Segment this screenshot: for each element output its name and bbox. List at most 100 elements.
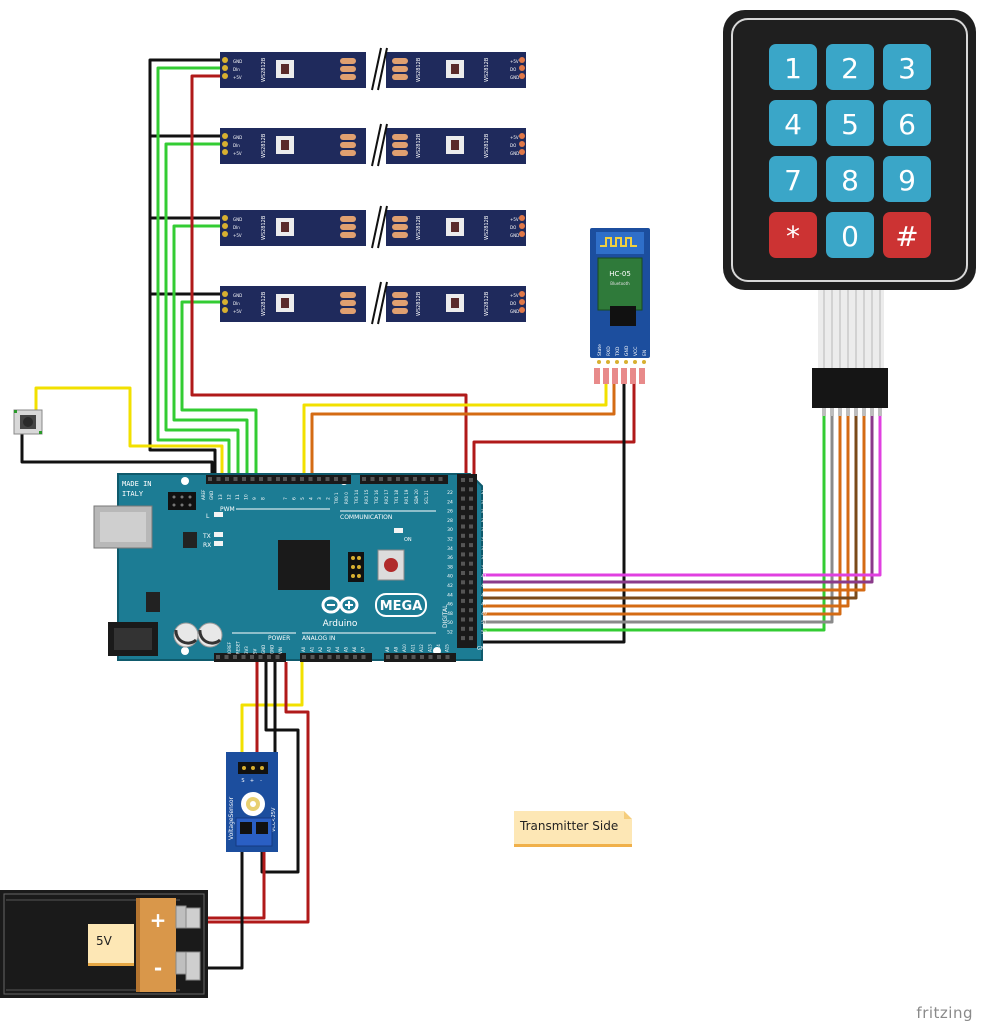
wire-keypad-6 [472,410,866,592]
sensor-pin-label: S [241,778,244,784]
wire-battery-vin [200,662,310,924]
strip-solder-pad [340,300,356,306]
digital-pin-label: 27 [481,509,487,515]
on-led-label: ON [404,537,412,543]
digital-pin-label: 29 [481,518,487,524]
l-led-label: L [206,513,210,520]
key-label: 8 [841,164,859,197]
keypad-key-0[interactable]: 0 [826,212,874,258]
strip-solder-pad [392,300,408,306]
strip-pin-label: +5V [510,217,519,222]
pwm-pin-label: 8 [261,497,267,500]
wire-bt-rxd [310,378,616,480]
strip-pin-label: DO [510,225,516,230]
key-label: * [786,220,800,253]
analog-pin-label: A4 [335,646,340,652]
wire-battery-plus [200,842,266,920]
analog-pin-label: A10 [402,644,407,652]
digital-label: DIGITAL [442,604,449,628]
keypad-key-2[interactable]: 2 [826,44,874,90]
keypad-key-1[interactable]: 1 [769,44,817,90]
power-pin-label: 3V3 [244,646,249,654]
pwm-pin-label: 4 [309,497,315,500]
keypad-key-8[interactable]: 8 [826,156,874,202]
digital-pin-label: 44 [447,592,453,598]
comm-pin-label: SDA 20 [414,489,419,504]
keypad-key-7[interactable]: 7 [769,156,817,202]
voltage-sensor-label: VoltageSensor [228,796,235,840]
strip-solder-pad [392,292,408,298]
wire-button-gnd [20,430,214,480]
keypad-key-9[interactable]: 9 [883,156,931,202]
wire-keypad-8 [472,410,882,577]
comm-pin-label: SCL 21 [424,490,429,504]
wire-keypad-1 [472,410,826,632]
reset-button[interactable] [384,558,398,572]
transmitter-note: Transmitter Side [514,811,632,847]
comm-pin-label: TX1 18 [394,489,399,505]
battery-holder: + - [0,890,208,998]
comm-pin-label: TX0 1 [334,492,339,505]
strip-pad [222,215,228,221]
strip-solder-pad [392,224,408,230]
key-label: 2 [841,52,859,85]
digital-pin-label: 48 [447,611,453,617]
communication-label: COMMUNICATION [340,514,392,521]
comm-pin-label: TX2 16 [374,489,379,505]
strip-pin-label: +5V [510,293,519,298]
power-pin-label: GND [270,645,275,654]
analog-pin-label: A3 [327,646,332,652]
key-label: 0 [841,220,859,253]
strip-solder-pad [392,142,408,148]
keypad-key-hash[interactable]: # [883,212,931,258]
wire-strip-5v [190,74,468,480]
keypad-key-star[interactable]: * [769,212,817,258]
italy-label: ITALY [122,490,144,498]
digital-pin-label: 50 [447,620,453,626]
bt-pin-label: GND [624,345,630,356]
strip-pad [222,133,228,139]
pwm-pin-label: 10 [244,494,250,500]
analog-pin-label: A5 [344,646,349,652]
keypad-key-6[interactable]: 6 [883,100,931,146]
analog-pin-label: A9 [394,646,399,652]
strip-chip-label: WS2812B [261,291,267,316]
strip-pin-label: GND [510,233,519,238]
digital-pin-label: 40 [447,574,453,580]
strip-pad [222,291,228,297]
analog-pin-label: A8 [385,646,390,652]
analog-pin-label: A0 [301,646,306,652]
digital-pin-label: 39 [481,564,487,570]
digital-pin-label: 53 [481,630,487,636]
digital-pin-label: 41 [481,574,487,580]
pwm-label: PWM [220,506,235,513]
wire-keypad-4 [472,410,850,608]
keypad-key-3[interactable]: 3 [883,44,931,90]
strip-solder-pad [392,58,408,64]
keypad-key-5[interactable]: 5 [826,100,874,146]
strip-pin-label: DIn [233,225,240,230]
push-button[interactable] [13,409,43,435]
wire-strip-data-4 [180,300,258,480]
keypad-key-4[interactable]: 4 [769,100,817,146]
power-pin-label: 5V [253,648,258,654]
digital-pin-label: 23 [481,490,487,496]
arduino-mega: MADE IN ITALY L TX RX ON PWM COMMUNICATI… [93,473,489,662]
strip-solder-pad [340,142,356,148]
strip-solder-pad [340,292,356,298]
strip-solder-pad [392,150,408,156]
digital-pin-label: 38 [447,564,453,570]
strip-solder-pad [392,216,408,222]
brand-label: Arduino [323,619,358,629]
wire-sensor-gnd [260,662,300,874]
sensor-pin-label: - [260,778,262,784]
digital-pin-label: 43 [481,583,487,589]
wire-keypad-7 [472,410,874,584]
strip-pin-label: GND [510,309,519,314]
digital-pin-label: 28 [447,518,453,524]
digital-pin-label: 51 [481,620,487,626]
